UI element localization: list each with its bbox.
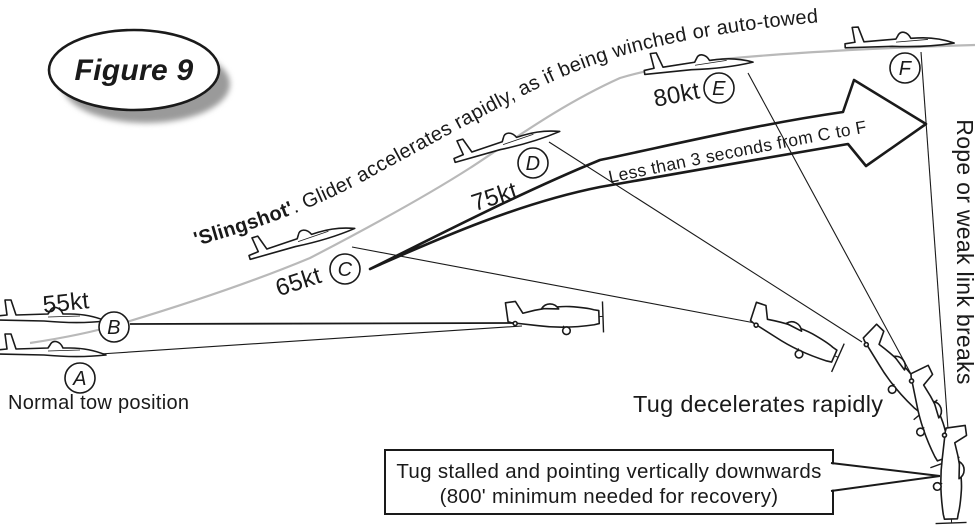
position-circle-b <box>98 311 130 343</box>
rope-breaks-label: Rope or weak link breaks <box>952 119 977 384</box>
tug-decelerates-label: Tug decelerates rapidly <box>633 391 883 417</box>
glider-trajectory-path <box>29 43 976 345</box>
normal-tow-label: Normal tow position <box>8 392 189 414</box>
rope-c <box>351 246 756 324</box>
position-circle-c <box>329 253 361 285</box>
position-markers: A B C D E F <box>64 52 921 394</box>
position-letter-c: C <box>338 259 353 281</box>
figure-badge-oval <box>47 28 221 112</box>
position-letter-a: A <box>72 368 87 390</box>
glider-icon-a <box>0 333 107 358</box>
position-letter-f: F <box>899 58 913 80</box>
position-circle-e <box>703 72 735 104</box>
position-circle-d <box>517 147 549 179</box>
callout-line-1: Tug stalled and pointing vertically down… <box>396 460 821 483</box>
callout-line-2: (800' minimum needed for recovery) <box>440 485 779 508</box>
callout-pointer <box>830 464 940 490</box>
speed-label-b: 55kt <box>41 287 90 319</box>
position-circle-a <box>64 362 96 394</box>
callout-pointer-outline <box>830 462 941 492</box>
slingshot-caption-bold: 'Slingshot' <box>191 198 296 251</box>
position-letter-b: B <box>107 317 121 339</box>
towline-b <box>129 322 523 325</box>
tug-icon-1 <box>504 297 605 338</box>
callout-box <box>384 449 834 515</box>
rope-e <box>747 72 912 375</box>
figure-label: Figure 9 <box>74 54 193 87</box>
tug-icon-2 <box>741 300 847 374</box>
position-letter-e: E <box>712 78 726 100</box>
position-circle-f <box>889 52 921 84</box>
figure-badge: Figure 9 <box>47 28 230 123</box>
rope-f <box>920 51 949 430</box>
speed-label-c: 65kt <box>272 262 325 302</box>
towline-a <box>99 325 523 355</box>
position-letter-d: D <box>526 153 541 175</box>
rope-d <box>548 141 863 343</box>
speed-label-e: 80kt <box>651 77 702 112</box>
